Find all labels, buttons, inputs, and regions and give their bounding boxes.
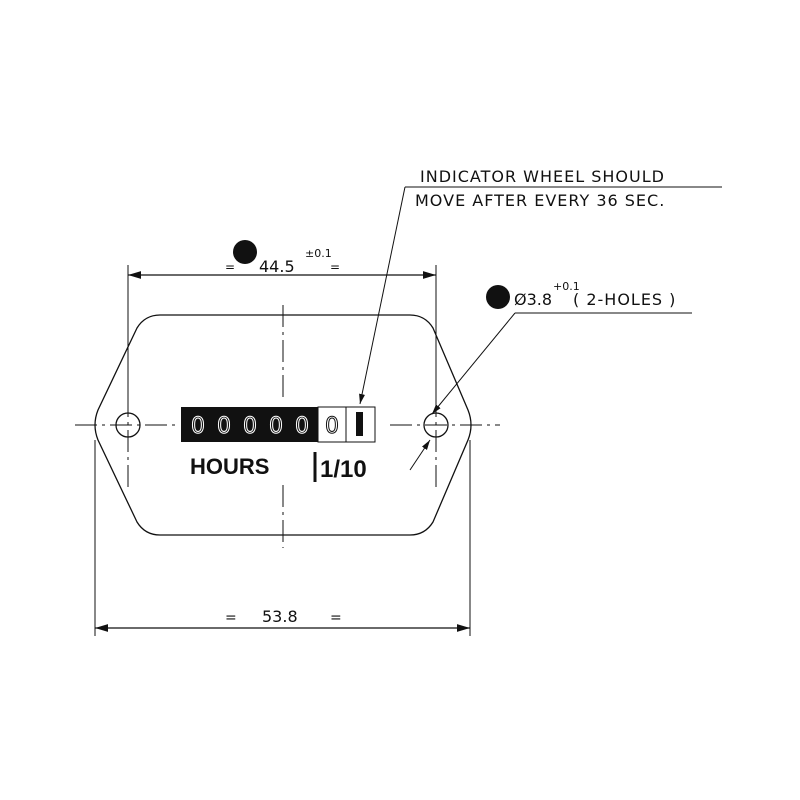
indicator-wheel-mark — [356, 412, 363, 436]
note-leader — [359, 186, 722, 405]
digit: 0 — [295, 414, 309, 439]
digit: 0 — [191, 414, 205, 439]
hours-label: HOURS — [190, 454, 269, 479]
digit: 0 — [243, 414, 257, 439]
plate-outline — [94, 314, 472, 536]
counter-display — [181, 406, 376, 443]
svg-text:=: = — [225, 610, 237, 626]
extension-lines — [94, 265, 471, 636]
svg-text:=: = — [330, 260, 340, 274]
svg-text:±0.1: ±0.1 — [305, 247, 332, 260]
scale-label: 1/10 — [320, 456, 367, 483]
note-line-1: INDICATOR WHEEL SHOULD — [420, 167, 665, 186]
digit: 0 — [217, 414, 231, 439]
digit-tenths: 0 — [325, 414, 339, 439]
dim-53-8-label: = 53.8 = — [225, 607, 342, 626]
hole-callout: Ø3.8 +0.1 ( 2-HOLES ) — [486, 280, 676, 309]
svg-text:+0.1: +0.1 — [553, 280, 580, 293]
dim-44-5-label: = 44.5 ±0.1 = — [225, 240, 340, 276]
note-line-2: MOVE AFTER EVERY 36 SEC. — [415, 191, 665, 210]
digit: 0 — [269, 414, 283, 439]
svg-text:Ø3.8: Ø3.8 — [514, 290, 552, 309]
svg-text:=: = — [330, 610, 342, 626]
svg-text:44.5: 44.5 — [259, 257, 295, 276]
svg-text:( 2-HOLES ): ( 2-HOLES ) — [573, 290, 676, 309]
hole-leader — [409, 312, 692, 471]
svg-text:53.8: 53.8 — [262, 607, 298, 626]
svg-text:=: = — [225, 260, 235, 274]
